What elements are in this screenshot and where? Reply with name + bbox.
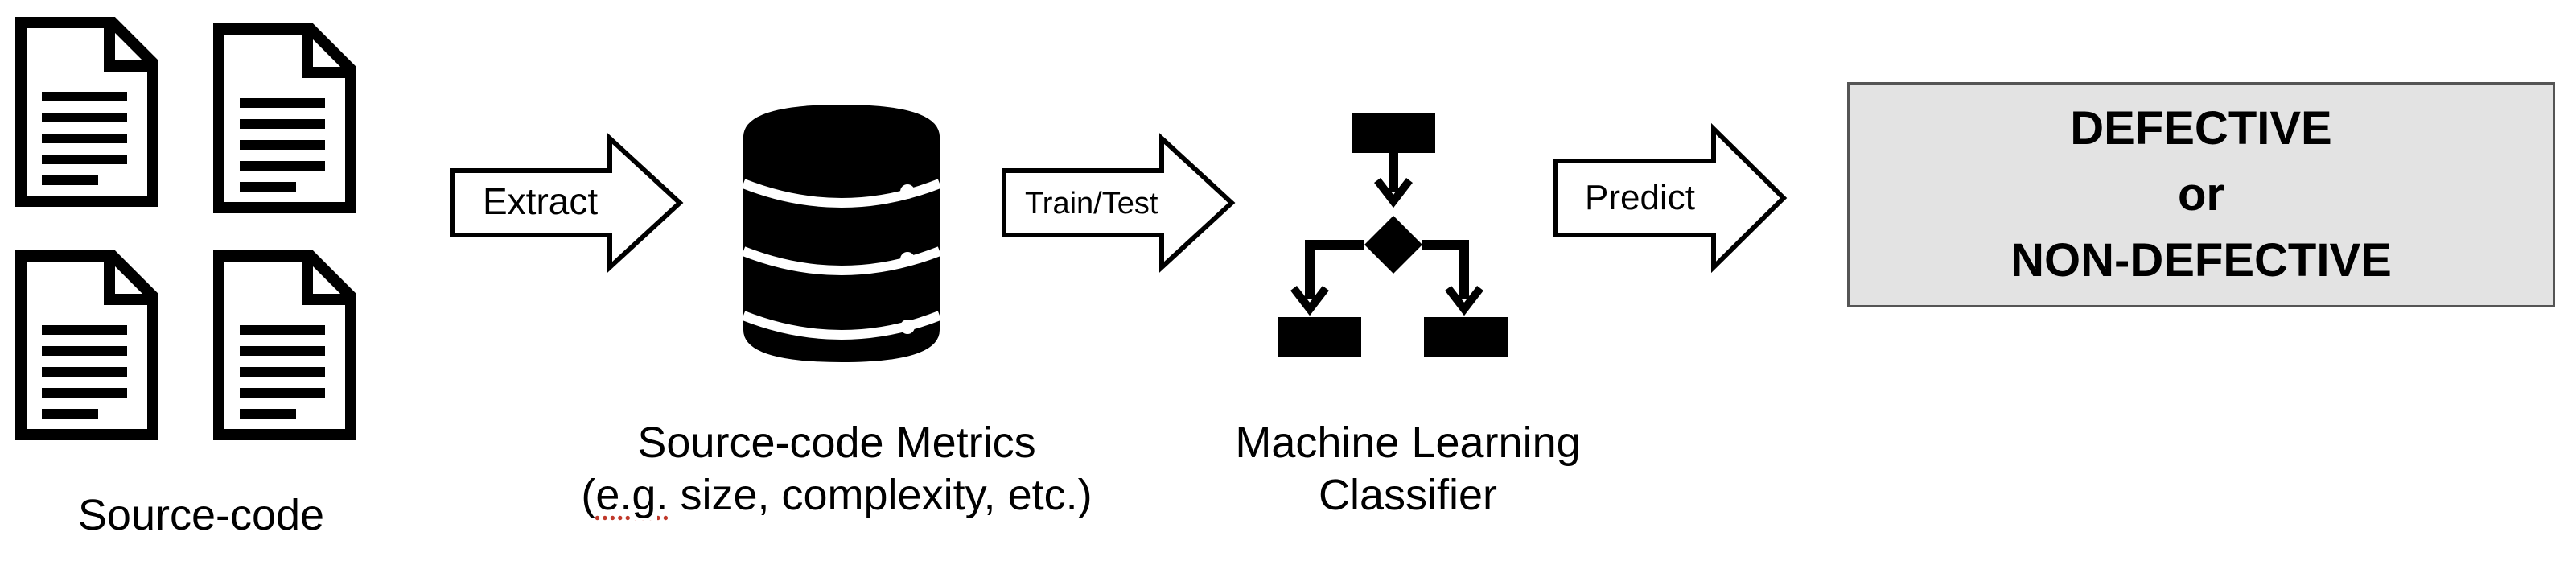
predict-label: Predict <box>1585 178 1695 217</box>
document-icon <box>219 29 351 208</box>
database-icon <box>741 105 942 362</box>
prediction-result-box: DEFECTIVE or NON-DEFECTIVE <box>1847 82 2555 307</box>
train-test-arrow-shape <box>1002 133 1236 273</box>
source-code-caption: Source-code <box>77 491 325 539</box>
document-icon <box>219 256 351 435</box>
predict-arrow-shape <box>1553 122 1788 274</box>
classifier-caption-line1: Machine Learning <box>1235 419 1581 467</box>
document-icon <box>21 23 153 201</box>
train-test-label: Train/Test <box>1025 187 1158 221</box>
document-icon <box>21 256 153 435</box>
flowchart-icon <box>1278 113 1508 357</box>
result-defective: DEFECTIVE <box>2070 102 2332 155</box>
metrics-caption-line2: (e.g. size, complexity, etc.) <box>499 469 1175 522</box>
metrics-paren-open: ( <box>581 470 596 519</box>
result-or: or <box>2178 168 2224 221</box>
classifier-caption-line2: Classifier <box>1318 470 1498 519</box>
extract-arrow-shape <box>450 133 684 273</box>
metrics-caption: Source-code Metrics (e.g. size, complexi… <box>499 417 1175 522</box>
metrics-caption-line1: Source-code Metrics <box>637 419 1036 467</box>
metrics-examples: size, complexity, etc.) <box>668 470 1093 519</box>
metrics-example-abbrev: e.g. <box>595 470 669 519</box>
extract-label: Extract <box>483 180 599 222</box>
result-non-defective: NON-DEFECTIVE <box>2010 234 2392 287</box>
classifier-caption: Machine Learning Classifier <box>1167 417 1649 522</box>
